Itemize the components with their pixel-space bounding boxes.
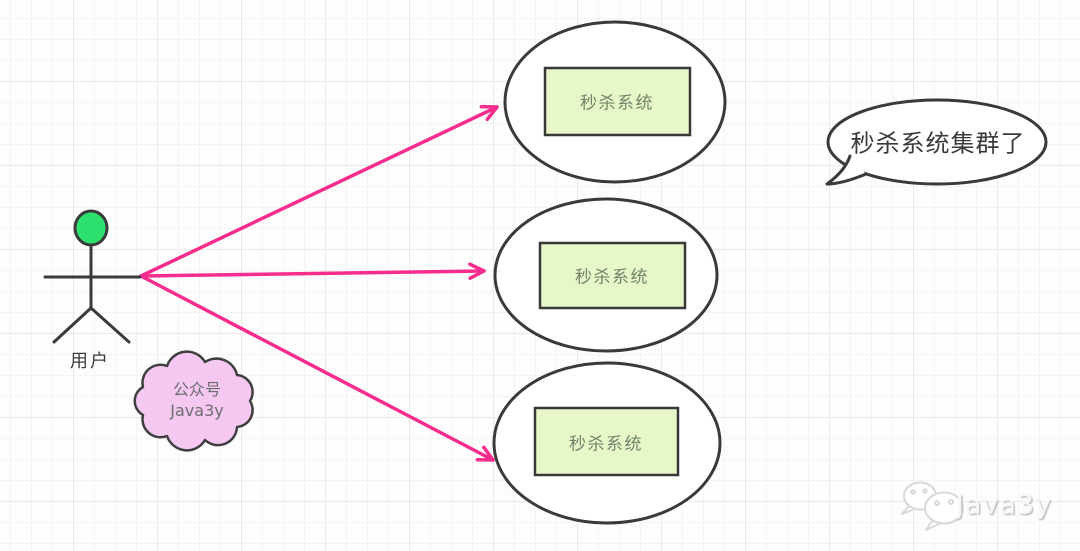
actor-label: 用户	[70, 351, 110, 372]
wechat-eye	[922, 488, 928, 494]
node-label-2: 秒杀系统	[575, 267, 649, 288]
callout-tail	[825, 154, 868, 186]
wechat-eye	[948, 499, 954, 505]
wechat-bubble-front	[924, 491, 964, 525]
cloud-text: 公众号 Java3y	[170, 358, 223, 442]
node-box-2	[538, 241, 687, 310]
wechat-eye	[934, 500, 940, 506]
arrow-middle	[139, 262, 486, 280]
watermark-text: Java3y	[955, 489, 1053, 521]
actor-leg-right	[89, 306, 131, 344]
callout-text: 秒杀系统集群了	[850, 129, 1026, 158]
node-boxes	[533, 66, 692, 477]
node-label-1: 秒杀系统	[580, 93, 654, 114]
wechat-tail-front	[925, 520, 942, 531]
callout-bubble	[825, 98, 1048, 186]
node-box-3	[533, 406, 680, 477]
wechat-tail-back	[901, 505, 916, 515]
wechat-eye	[910, 489, 916, 495]
actor-leg-left	[52, 306, 93, 344]
actor-head	[73, 209, 109, 247]
actor-figure	[43, 209, 142, 344]
node-box-1	[543, 66, 692, 137]
cloud-text-line1: 公众号	[172, 380, 222, 399]
node-label-3: 秒杀系统	[569, 434, 643, 455]
wechat-icon	[901, 481, 964, 531]
arrow-bottom	[139, 274, 495, 462]
callout-ellipse	[826, 98, 1048, 186]
arrow-top	[139, 104, 499, 278]
request-arrows	[139, 104, 499, 462]
cloud-text-line2: Java3y	[170, 401, 224, 420]
cloud-shape	[133, 350, 254, 452]
